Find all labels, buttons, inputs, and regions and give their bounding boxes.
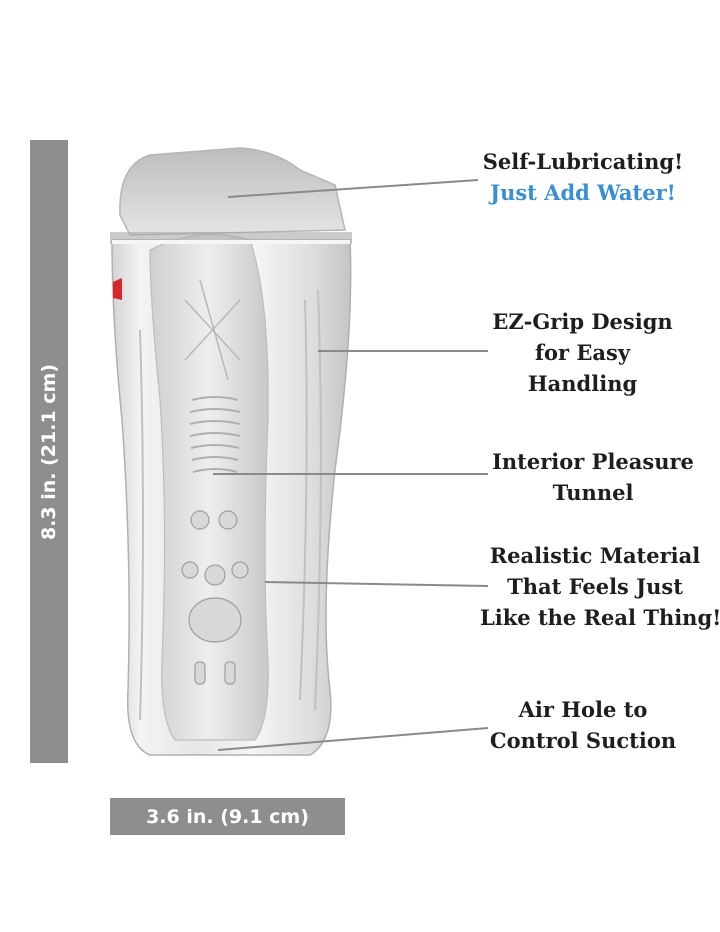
callout-air-hole: Air Hole to Control Suction xyxy=(483,694,683,756)
tunnel-ribs xyxy=(189,396,241,473)
height-dimension-bar: 8.3 in. (21.1 cm) xyxy=(30,140,68,763)
upper-texture xyxy=(184,279,241,381)
callout-interior-tunnel-line-1: Interior Pleasure xyxy=(492,449,694,474)
callout-ez-grip-line-3: Handling xyxy=(527,371,638,396)
callout-self-lubricating: Self-Lubricating! Just Add Water! xyxy=(478,146,688,208)
callout-realistic-material-line-2: That Feels Just xyxy=(507,574,683,599)
callout-interior-tunnel-line-2: Tunnel xyxy=(552,480,634,505)
callout-realistic-material-line-1: Realistic Material xyxy=(489,543,701,568)
callout-realistic-material: Realistic Material That Feels Just Like … xyxy=(480,540,720,633)
callout-ez-grip: EZ-Grip Design for Easy Handling xyxy=(485,306,680,399)
leader-lines xyxy=(213,179,489,751)
callout-ez-grip-line-2: for Easy xyxy=(534,340,631,365)
red-accent-shape xyxy=(113,278,122,300)
callout-realistic-material-line-3: Like the Real Thing! xyxy=(480,605,720,630)
callout-air-hole-line-1: Air Hole to xyxy=(518,697,648,722)
width-dimension-bar: 3.6 in. (9.1 cm) xyxy=(110,798,345,835)
chamber-nodules xyxy=(181,510,249,685)
callout-just-add-water: Just Add Water! xyxy=(490,180,676,205)
cap-top-shape xyxy=(119,147,346,236)
callout-interior-tunnel: Interior Pleasure Tunnel xyxy=(483,446,703,508)
rim-highlight-shape xyxy=(112,240,350,244)
callout-self-lubricating-line-1: Self-Lubricating! xyxy=(482,149,684,174)
grip-lines xyxy=(139,289,322,721)
width-dimension-label: 3.6 in. (9.1 cm) xyxy=(146,805,309,828)
callout-ez-grip-line-1: EZ-Grip Design xyxy=(492,309,673,334)
callout-air-hole-line-2: Control Suction xyxy=(489,728,677,753)
